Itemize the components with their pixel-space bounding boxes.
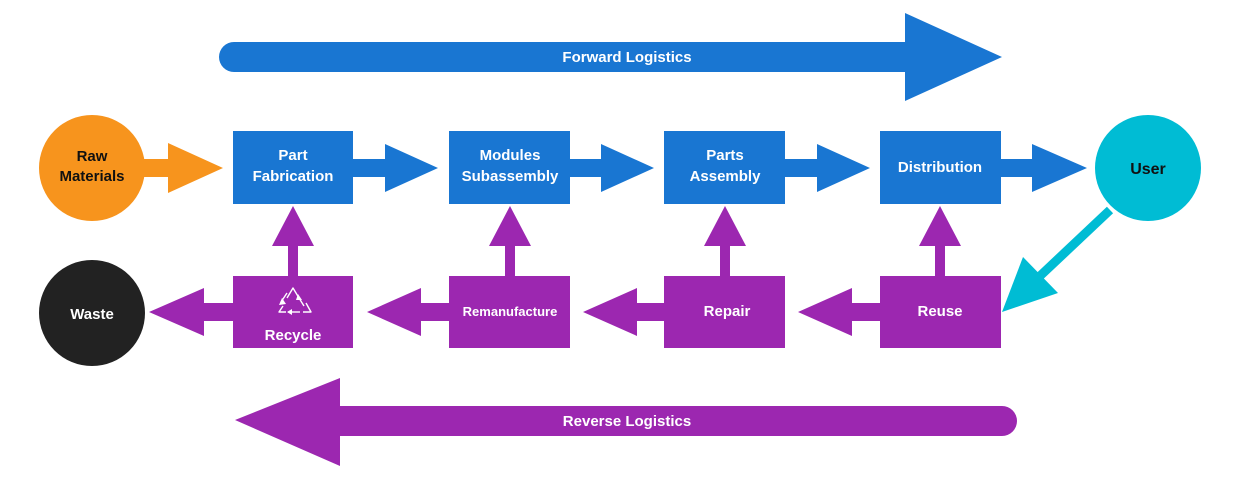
parts-assembly-box: [664, 131, 785, 204]
raw-materials-label-line1: Raw: [77, 148, 108, 165]
subassembly-to-assembly-arrow: [570, 144, 654, 192]
repair-to-remanufacture-arrow: [583, 288, 664, 336]
recycle-label: Recycle: [265, 327, 322, 344]
user-to-reuse-arrow: [1002, 206, 1114, 312]
waste-node: [39, 260, 145, 366]
assembly-to-distribution-arrow: [785, 144, 870, 192]
remanufacture-to-subassembly-arrow: [489, 206, 531, 276]
parts-assembly-label-line2: Assembly: [690, 168, 762, 185]
raw-to-fabrication-arrow: [142, 143, 223, 193]
forward-logistics-arrow: [219, 13, 1002, 101]
distribution-label: Distribution: [898, 159, 982, 176]
reuse-to-repair-arrow: [798, 288, 880, 336]
raw-materials-node: [39, 115, 145, 221]
part-fabrication-label-line1: Part: [278, 147, 307, 164]
recycle-to-fabrication-arrow: [272, 206, 314, 276]
recycle-to-waste-arrow: [149, 288, 233, 336]
distribution-box: [880, 131, 1001, 204]
waste-label: Waste: [70, 306, 114, 323]
reuse-label: Reuse: [917, 303, 962, 320]
repair-label: Repair: [704, 303, 751, 320]
user-label: User: [1130, 161, 1166, 178]
reverse-logistics-arrow: [235, 378, 1017, 466]
recycle-icon: [278, 287, 312, 315]
reverse-logistics-label: Reverse Logistics: [563, 413, 691, 430]
forward-logistics-label: Forward Logistics: [562, 49, 691, 66]
distribution-to-user-arrow: [1001, 144, 1087, 192]
user-node: [1095, 115, 1201, 221]
reuse-to-distribution-arrow: [919, 206, 961, 276]
part-fabrication-label-line2: Fabrication: [253, 168, 334, 185]
modules-subassembly-label-line1: Modules: [480, 147, 541, 164]
parts-assembly-label-line1: Parts: [706, 147, 744, 164]
modules-subassembly-box: [449, 131, 570, 204]
repair-to-assembly-arrow: [704, 206, 746, 276]
reuse-box: [880, 276, 1001, 348]
repair-box: [664, 276, 785, 348]
part-fabrication-box: [233, 131, 353, 204]
remanufacture-label: Remanufacture: [463, 304, 558, 319]
raw-materials-label-line2: Materials: [59, 168, 124, 185]
remanufacture-box: [449, 276, 570, 348]
fabrication-to-subassembly-arrow: [353, 144, 438, 192]
modules-subassembly-label-line2: Subassembly: [462, 168, 559, 185]
remanufacture-to-recycle-arrow: [367, 288, 449, 336]
